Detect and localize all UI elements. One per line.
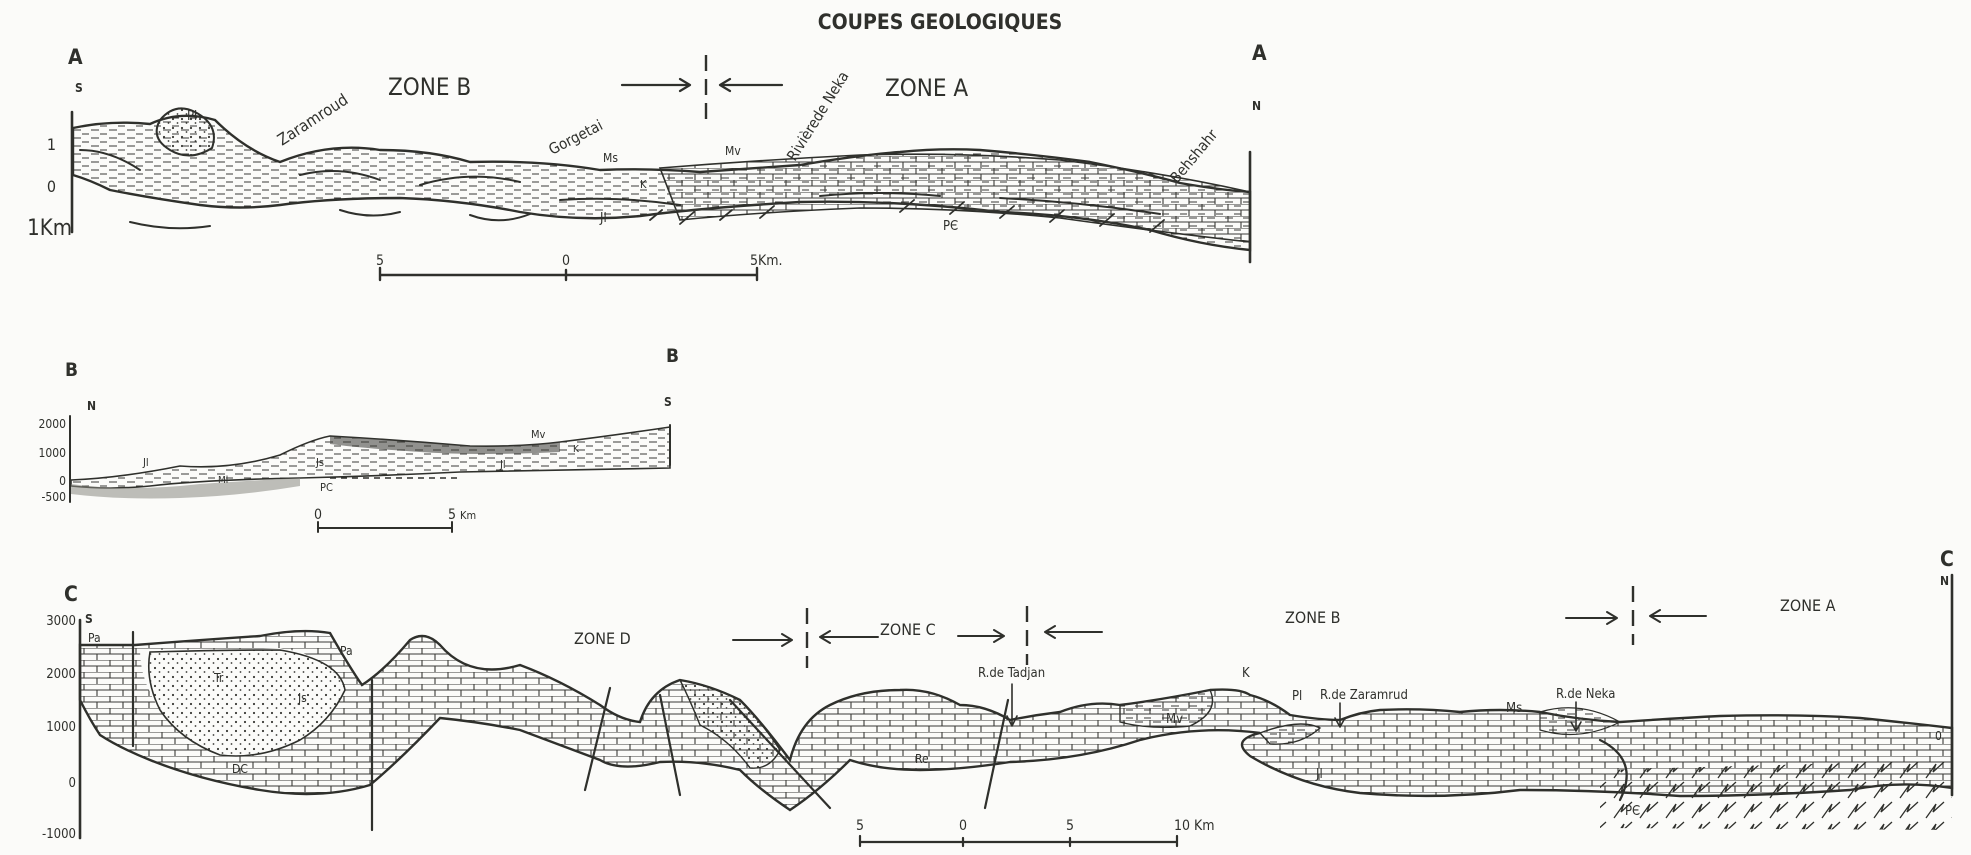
section-a-orient-left: S [75,81,83,95]
section-a-ytick: 1 [47,135,56,154]
section-b-unit: Ml [218,475,228,486]
section-c-unit: DC [232,762,248,776]
section-b-unit: Mv [531,428,546,441]
section-c-ytick: -1000 [42,827,76,842]
section-b-scale-label: Km [460,509,476,522]
section-c-unit: Ms [1506,701,1522,716]
section-b-orient-right: S [664,395,672,409]
section-c-arrow [1045,626,1102,638]
section-c-unit: K [1242,666,1250,681]
section-c-place: R.de Zaramrud [1320,688,1408,703]
section-c-unit: Tr [213,671,224,685]
section-b-ytick: -500 [42,490,67,504]
section-c-unit: Pa [88,631,101,645]
section-a-unit: Jl [599,211,607,226]
section-c-ytick: 0 [69,776,76,791]
section-a-unit: Ms [603,151,618,165]
section-c-unit: Mv [1166,712,1183,727]
figure-title: COUPES GEOLOGIQUES [818,10,1062,34]
section-a-place: Rivièrede Neka [783,68,852,164]
section-b-ytick: 0 [59,474,66,488]
section-c-zone: ZONE D [574,629,631,648]
section-a: A A S N 1 0 1Km Pl Ms Mv K Jl PЄ Zaramro… [27,41,1267,280]
section-c-label-left: C [64,582,78,606]
section-c-arrow [1650,610,1706,622]
section-b-ytick: 1000 [39,446,67,460]
section-b-scale-label: 0 [314,507,322,523]
section-c-zone: ZONE A [1780,596,1836,615]
section-b-ytick: 2000 [39,417,67,431]
section-c-unit: Pl [1292,689,1302,704]
section-c-zone: ZONE B [1285,608,1341,627]
section-c-place: R.de Tadjan [978,666,1045,681]
section-a-scale-label: 5Km. [750,253,783,269]
section-c-arrow [958,630,1004,642]
section-c-arrow [1566,612,1617,624]
section-c-scale-bar [860,836,1177,846]
section-a-unit: Pl [187,109,197,124]
section-c-ytick: 3000 [46,614,76,629]
section-a-place: Behshahr [1166,126,1221,187]
section-a-orient-right: N [1252,99,1261,113]
section-c-label-right: C [1940,547,1954,571]
section-a-label-right: A [1252,41,1267,65]
section-a-zone: ZONE A [885,74,968,102]
section-a-scale-label: 5 [376,253,384,269]
section-c-scale-label: 5 [1066,818,1074,834]
section-c-orient-left: S [85,612,93,626]
section-b-orient-left: N [87,399,96,413]
section-b-label-left: B [65,359,78,381]
section-c-unit: Js [297,691,307,705]
section-c-zone: ZONE C [880,620,936,639]
section-c-unit: 0 [1935,729,1942,743]
section-c-scale-label: 10 Km [1174,818,1215,834]
section-a-ytick: 0 [47,177,56,196]
section-a-unit: Mv [725,144,741,158]
section-b-strata [71,427,670,488]
section-c-scale-label: 0 [959,818,967,834]
section-b-scale-label: 5 [448,507,456,523]
section-c-unit: Pa [340,644,353,658]
section-b-scale-bar [318,522,452,532]
section-c-place: R.de Neka [1556,687,1615,702]
section-c-place-pointer [1007,684,1017,726]
section-c-ytick: 2000 [46,667,76,682]
section-b-label-right: B [666,345,679,367]
section-a-place: Zaramroud [274,90,352,150]
section-b-unit: PC [320,481,333,494]
section-a-place: Gorgetai [546,116,606,158]
section-b-unit: Jl [142,456,149,469]
section-a-unit: PЄ [943,219,958,234]
section-c-scale-label: 5 [856,818,864,834]
section-b: B B N S 2000 1000 0 -500 Jl Js Mv K Jl M… [39,345,680,532]
section-c-unit: Re [915,752,929,766]
section-c-orient-right: N [1940,574,1949,588]
section-a-scale-label: 0 [562,253,570,269]
section-c-ytick: 1000 [46,720,76,735]
section-a-arrow-left [720,79,782,91]
section-b-unit: Js [315,456,324,469]
section-a-ytick: 1Km [27,216,72,241]
section-a-scale-bar [380,268,757,280]
section-a-label-left: A [68,45,83,69]
section-c-basement-schist [1600,760,1952,830]
section-c-arrow [820,631,878,643]
section-b-unit: Jl [499,458,506,471]
section-c-unit: Jl [1315,767,1323,782]
section-a-unit: K [640,178,647,191]
section-a-zone: ZONE B [388,73,471,101]
section-c-unit: PЄ [1625,804,1640,819]
section-c: C C S N 3000 2000 1000 0 -1000 Pa Pa Tr … [42,547,1954,846]
section-a-arrow-right [622,79,690,91]
section-c-arrow [733,634,792,646]
